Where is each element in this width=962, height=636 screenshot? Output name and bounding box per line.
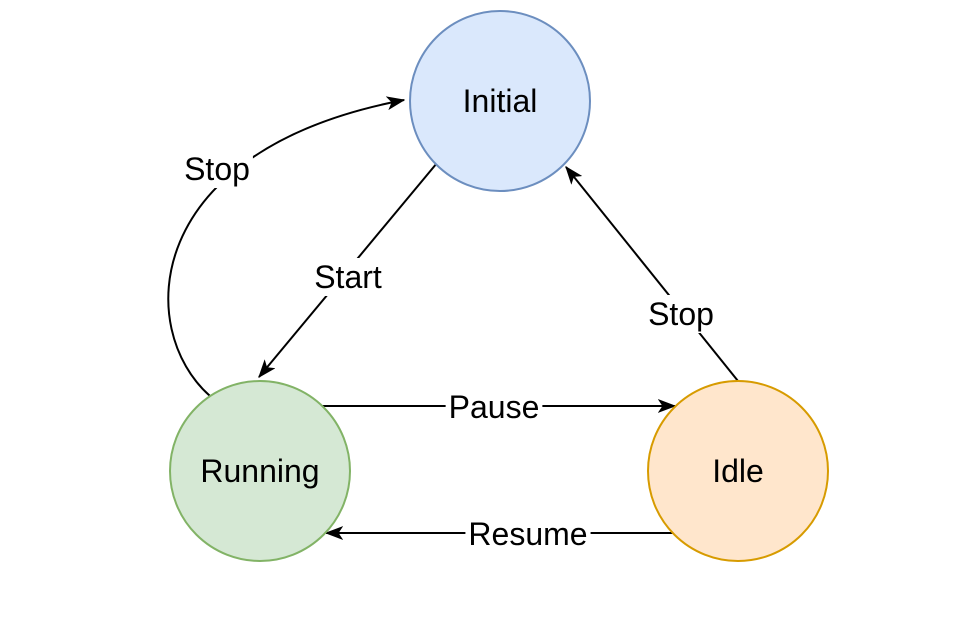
- state-circle-idle: [647, 380, 829, 562]
- state-nodes: Initial Running Idle: [169, 10, 829, 562]
- transition-stop-right-arrow: [566, 167, 739, 382]
- state-initial: Initial: [409, 10, 591, 192]
- state-label-running: Running: [200, 453, 319, 489]
- transition-start-label: Start: [314, 259, 382, 295]
- state-label-idle: Idle: [712, 453, 764, 489]
- transition-stop-left-label: Stop: [184, 151, 250, 187]
- transition-labels: Start Stop Pause Resume Stop: [181, 150, 717, 553]
- edge-label-background: [311, 258, 385, 296]
- edge-label-background: [181, 150, 253, 188]
- edge-label-background: [645, 295, 717, 333]
- state-running: Running: [169, 380, 351, 562]
- state-circle-running: [169, 380, 351, 562]
- transition-stop-right-label: Stop: [648, 296, 714, 332]
- edge-label-background: [465, 515, 591, 553]
- state-label-initial: Initial: [463, 83, 538, 119]
- transition-stop-left-arrow: [167, 100, 404, 397]
- edge-label-background: [445, 388, 543, 426]
- state-idle: Idle: [647, 380, 829, 562]
- state-circle-initial: [409, 10, 591, 192]
- transition-pause-label: Pause: [449, 389, 540, 425]
- transition-resume-label: Resume: [468, 516, 587, 552]
